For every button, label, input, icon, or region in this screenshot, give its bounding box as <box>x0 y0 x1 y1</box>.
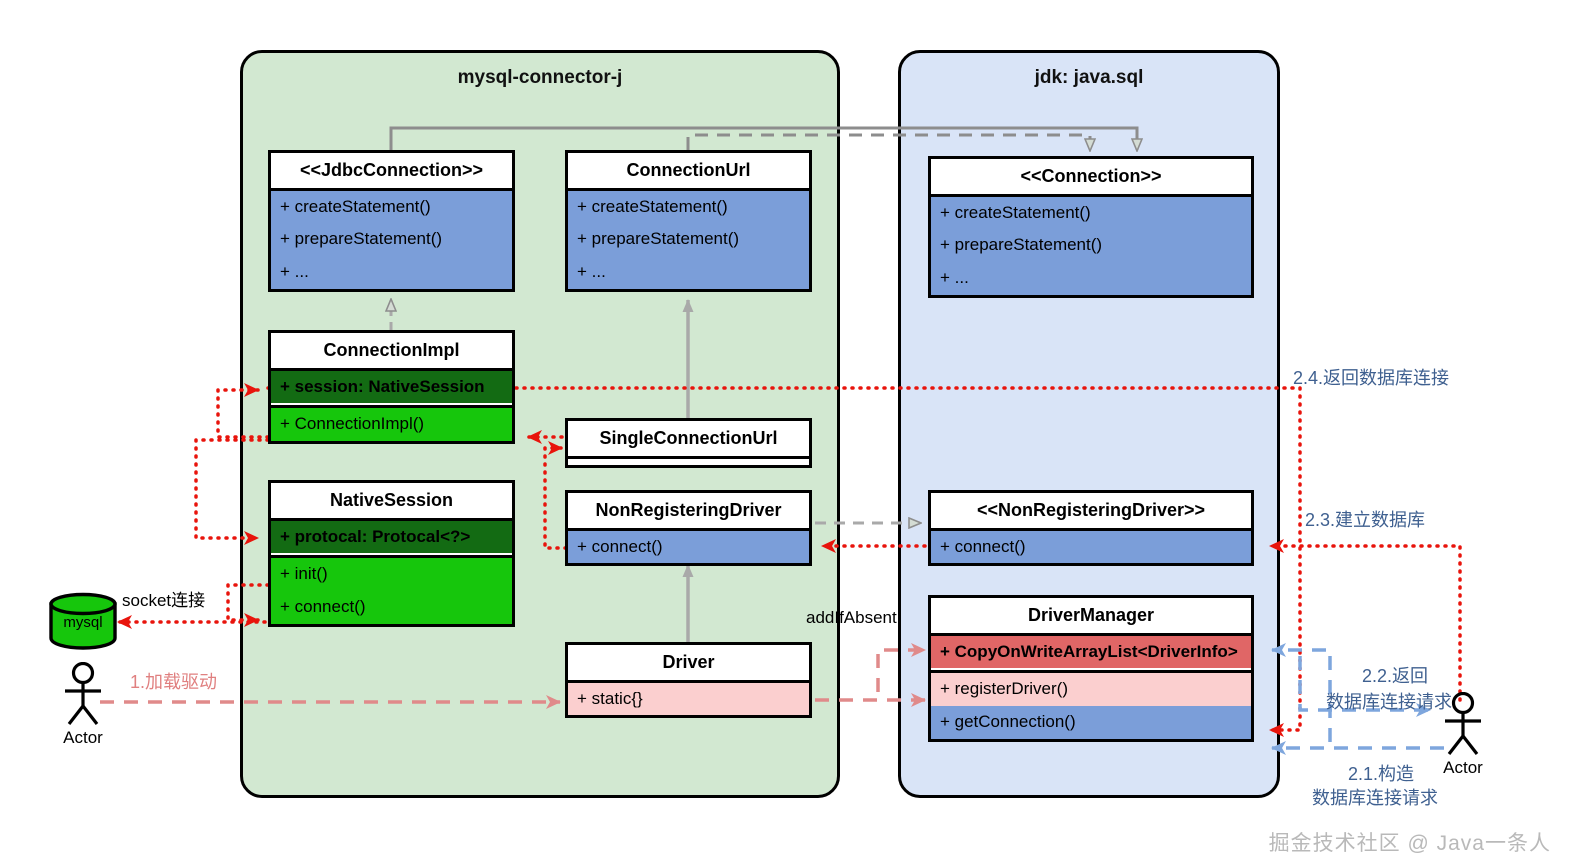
class-name: <<Connection>> <box>931 159 1251 194</box>
divider <box>271 367 512 371</box>
member-row: + prepareStatement() <box>568 223 809 257</box>
method-row: + connect() <box>271 591 512 624</box>
class-name: <<NonRegisteringDriver>> <box>931 493 1251 528</box>
uml-class-driver[interactable]: Driver + static{} <box>565 642 812 719</box>
divider <box>568 187 809 191</box>
member-row: + prepareStatement() <box>931 229 1251 263</box>
empty-compartment <box>568 458 809 465</box>
method-row: + init() <box>271 558 512 592</box>
method-row: + ConnectionImpl() <box>271 408 512 442</box>
label-step-1-load-driver: 1.加载驱动 <box>130 672 218 692</box>
class-name: ConnectionImpl <box>271 333 512 368</box>
uml-class-single-connection-url[interactable]: SingleConnectionUrl <box>565 418 812 468</box>
actor-right[interactable]: Actor <box>1430 691 1496 784</box>
package-title-mysql: mysql-connector-j <box>457 67 623 88</box>
class-name: NonRegisteringDriver <box>568 493 809 528</box>
uml-class-driver-manager[interactable]: DriverManager + CopyOnWriteArrayList<Dri… <box>928 595 1254 742</box>
member-row: + ... <box>568 256 809 289</box>
field-row: + CopyOnWriteArrayList<DriverInfo> <box>931 635 1251 669</box>
member-row: + static{} <box>568 682 809 716</box>
label-add-if-absent: addIfAbsent <box>806 608 897 627</box>
member-row: + createStatement() <box>568 190 809 224</box>
divider <box>931 193 1251 197</box>
method-row: + getConnection() <box>931 706 1251 739</box>
database-icon <box>49 592 117 650</box>
class-name: SingleConnectionUrl <box>568 421 809 456</box>
member-row: + prepareStatement() <box>271 223 512 257</box>
uml-class-non-registering-driver[interactable]: NonRegisteringDriver + connect() <box>565 490 812 567</box>
package-title-jdk: jdk: java.sql <box>1034 67 1144 88</box>
label-socket-connection: socket连接 <box>122 591 206 610</box>
method-row: + registerDriver() <box>931 673 1251 707</box>
uml-class-connection-impl[interactable]: ConnectionImpl + session: NativeSession … <box>268 330 515 445</box>
actor-icon <box>65 661 101 725</box>
label-step-2-1-line1: 2.1.构造 <box>1347 764 1415 784</box>
member-row: + connect() <box>568 530 809 564</box>
class-name: DriverManager <box>931 598 1251 633</box>
label-step-2-4: 2.4.返回数据库连接 <box>1293 368 1450 388</box>
database-mysql[interactable]: mysql <box>48 592 118 650</box>
watermark: 掘金技术社区 @ Java一条人 <box>1268 832 1551 855</box>
class-name: NativeSession <box>271 483 512 518</box>
uml-interface-non-registering-driver[interactable]: <<NonRegisteringDriver>> + connect() <box>928 490 1254 567</box>
class-name: ConnectionUrl <box>568 153 809 188</box>
member-row: + createStatement() <box>931 196 1251 230</box>
actor-icon <box>1445 691 1481 755</box>
field-row: + session: NativeSession <box>271 370 512 404</box>
member-row: + ... <box>271 256 512 289</box>
class-name: Driver <box>568 645 809 680</box>
label-step-2-2-line2: 数据库连接请求 <box>1326 692 1452 712</box>
member-row: + createStatement() <box>271 190 512 224</box>
uml-class-jdbc-connection[interactable]: <<JdbcConnection>> + createStatement() +… <box>268 150 515 292</box>
class-name: <<JdbcConnection>> <box>271 153 512 188</box>
uml-class-native-session[interactable]: NativeSession + protocal: Protocal<?> + … <box>268 480 515 627</box>
label-step-2-1-line2: 数据库连接请求 <box>1312 788 1438 808</box>
label-step-2-2-line1: 2.2.返回 <box>1361 666 1429 686</box>
database-label: mysql <box>63 614 103 631</box>
actor-label: Actor <box>63 728 103 747</box>
actor-label: Actor <box>1443 758 1483 777</box>
label-step-2-3: 2.3.建立数据库 <box>1305 510 1426 530</box>
uml-class-connection-url[interactable]: ConnectionUrl + createStatement() + prep… <box>565 150 812 292</box>
divider <box>271 187 512 191</box>
member-row: + ... <box>931 262 1251 295</box>
uml-interface-connection[interactable]: <<Connection>> + createStatement() + pre… <box>928 156 1254 298</box>
field-row: + protocal: Protocal<?> <box>271 520 512 554</box>
member-row: + connect() <box>931 530 1251 564</box>
actor-left[interactable]: Actor <box>50 661 116 754</box>
